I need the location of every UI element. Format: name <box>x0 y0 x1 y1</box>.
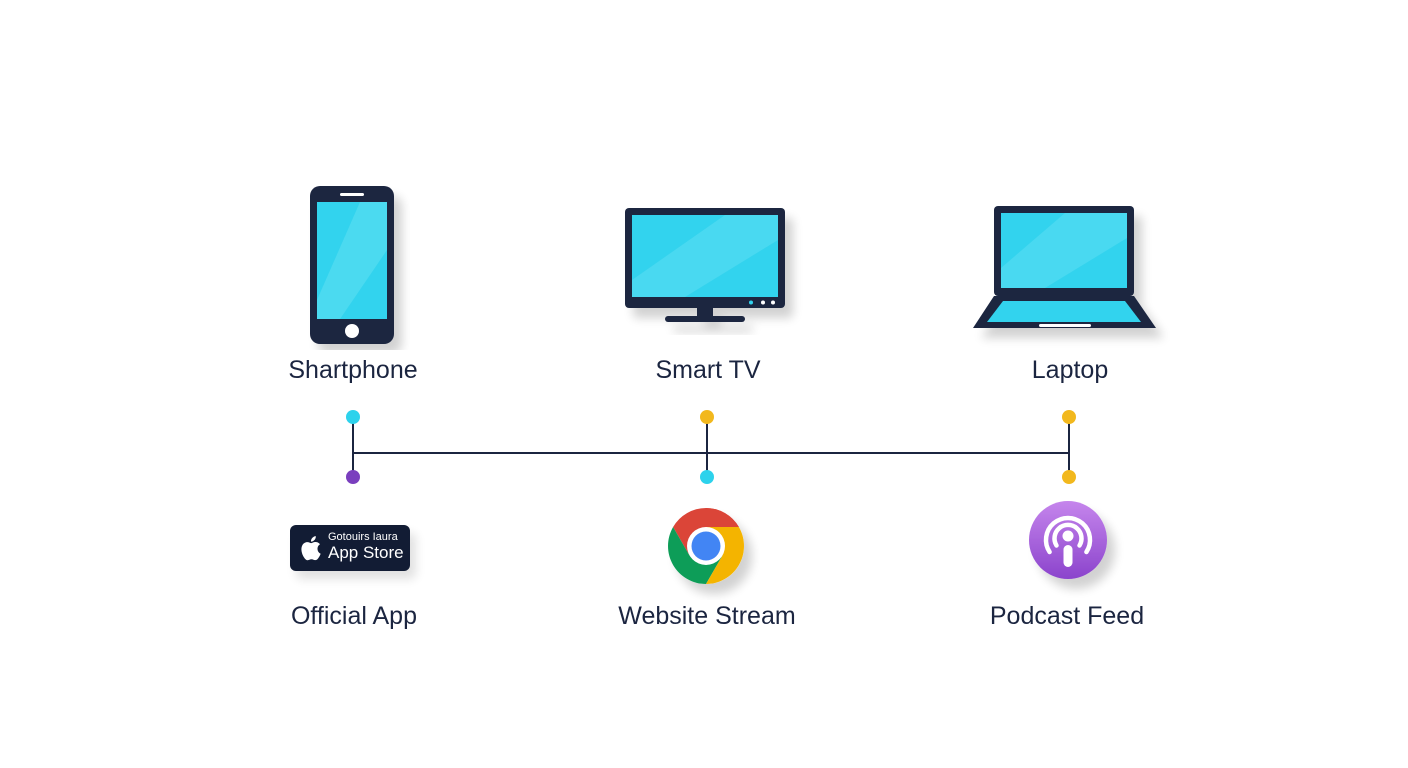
bottom-dot-smart-tv <box>700 470 714 484</box>
laptop-icon <box>973 206 1156 328</box>
app-store-badge[interactable]: Gotouirs Iaura App Store <box>290 525 410 571</box>
app-store-badge-big-text: App Store <box>328 543 404 562</box>
top-dot-laptop <box>1062 410 1076 424</box>
top-dot-smartphone <box>346 410 360 424</box>
device-label-smartphone: Shartphone <box>288 356 418 384</box>
apple-icon <box>301 536 321 561</box>
device-label-laptop: Laptop <box>1031 356 1109 384</box>
app-store-badge-small-text: Gotouirs Iaura <box>328 531 398 543</box>
bottom-dot-smartphone <box>346 470 360 484</box>
bottom-dot-laptop <box>1062 470 1076 484</box>
podcast-icon[interactable] <box>1022 494 1126 598</box>
chrome-icon[interactable] <box>660 500 760 600</box>
channel-label-website-stream: Website Stream <box>618 602 796 630</box>
device-label-smart-tv: Smart TV <box>655 356 761 384</box>
channel-label-official-app: Official App <box>290 602 417 630</box>
tv-icon <box>625 208 785 322</box>
smartphone-icon <box>310 186 394 344</box>
channel-label-podcast-feed: Podcast Feed <box>989 602 1145 630</box>
top-dot-smart-tv <box>700 410 714 424</box>
